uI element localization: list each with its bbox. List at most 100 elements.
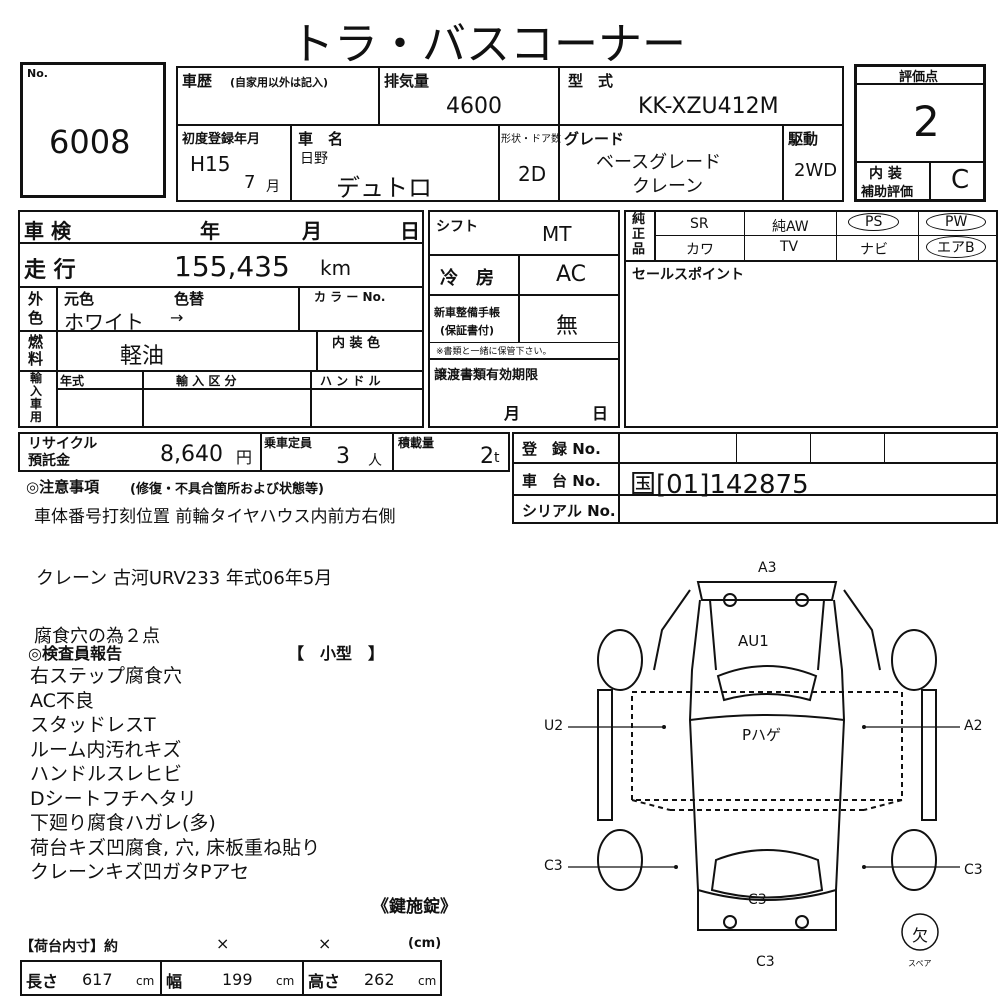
grade-line2: クレーン	[632, 176, 704, 197]
model-label: 型 式	[568, 72, 614, 90]
equip-tv: TV	[780, 239, 799, 255]
orig-color-label: 元色	[64, 290, 95, 308]
equip-aw: 純AW	[772, 219, 809, 235]
notes-text: 車体番号打刻位置 前輪タイヤハウス内前方右側	[34, 507, 396, 527]
first-reg-month: 7	[244, 172, 256, 193]
fuel-side-label: 燃料	[28, 333, 44, 368]
color-value: ホワイト	[64, 310, 144, 334]
sales-points-label: セールスポイント	[632, 267, 744, 283]
width-value: 199	[222, 970, 253, 989]
spare-icon: 欠	[912, 926, 929, 945]
list-item: 右ステップ腐食穴	[30, 665, 183, 687]
equip-ps: PS	[848, 213, 900, 231]
capacity-value: 3	[336, 444, 350, 469]
shape-door-value: 2D	[518, 162, 547, 186]
height-label: 高さ	[308, 972, 341, 991]
diagram-c3-right: C3	[964, 862, 983, 878]
import-side-label: 輸入車用	[30, 371, 43, 424]
ac-label: 冷 房	[440, 268, 494, 289]
bed-cm-label: (cm)	[408, 936, 442, 951]
equip-leather: カワ	[686, 242, 714, 258]
import-type-label: 輸 入 区 分	[176, 374, 237, 388]
notes-sub: (修復・不具合箇所および状態等)	[130, 482, 324, 497]
height-value: 262	[364, 970, 395, 989]
height-unit: cm	[418, 974, 437, 988]
bed-times-1: ×	[216, 934, 230, 953]
first-reg-month-unit: 月	[266, 179, 280, 195]
shaken-month-unit: 月	[302, 219, 322, 243]
list-item: 下廻り腐食ハガレ(多)	[30, 812, 216, 834]
damage-diagram	[568, 581, 960, 951]
score-label: 評価点	[899, 70, 939, 85]
inspector-label: ◎検査員報告	[28, 644, 122, 663]
list-item: スタッドレスT	[30, 714, 156, 736]
bed-times-2: ×	[318, 934, 332, 953]
capacity-unit: 人	[368, 453, 382, 469]
diagram-c3-center: C3	[748, 892, 767, 908]
width-label: 幅	[166, 972, 183, 991]
length-value: 617	[82, 970, 113, 989]
ac-value: AC	[556, 262, 587, 287]
lot-number-box: No. 6008	[20, 62, 166, 198]
notes-label: ◎注意事項	[26, 478, 100, 496]
first-reg-label: 初度登録年月	[182, 132, 261, 147]
width-unit: cm	[276, 974, 295, 988]
recycle-label-2: 預託金	[28, 453, 70, 469]
inspection-middle-grid: シフト MT 冷 房 AC 新車整備手帳 (保証書付) 無 ※書類と一緒に保管下…	[428, 210, 620, 428]
capacity-label: 乗車定員	[264, 436, 313, 450]
recycle-yen-unit: 円	[236, 448, 253, 467]
car-name-value: デュトロ	[336, 174, 432, 202]
mileage-value: 155,435	[174, 250, 290, 283]
interior-label-2: 補助評価	[861, 185, 914, 200]
list-item: Dシートフチヘタリ	[30, 787, 197, 810]
maker-value: 日野	[300, 151, 328, 167]
equip-navi: ナビ	[860, 242, 888, 258]
size-class: 【 小型 】	[288, 644, 385, 663]
grade-label: グレード	[564, 130, 625, 148]
list-item: クレーンキズ凹ガタPアセ	[30, 861, 250, 883]
history-label: 車歴	[182, 72, 213, 90]
recycle-label-1: リサイクル	[28, 436, 98, 452]
drive-label: 駆動	[788, 130, 819, 148]
serial-no-label: シリアル No.	[522, 502, 616, 520]
corrosion-note: 腐食穴の為２点	[34, 626, 160, 647]
crane-info: クレーン 古河URV233 年式06年5月	[36, 568, 333, 589]
color-change-label: 色替	[174, 290, 205, 308]
manual-note: ※書類と一緒に保管下さい。	[436, 347, 552, 357]
shaken-year-unit: 年	[200, 219, 220, 243]
color-side-label: 外色	[28, 290, 44, 327]
color-arrow: →	[170, 308, 184, 327]
spare-label: スペア	[908, 959, 932, 968]
shift-value: MT	[542, 222, 572, 246]
score-value: 2	[913, 97, 940, 146]
lot-number: 6008	[49, 123, 131, 161]
mileage-unit: km	[320, 256, 352, 280]
history-note: (自家用以外は記入)	[230, 76, 329, 89]
diagram-phage: Pハゲ	[742, 726, 782, 744]
equip-sr: SR	[690, 216, 709, 232]
color-no-label: カ ラ ー No.	[314, 290, 386, 304]
model-value: KK-XZU412M	[638, 94, 779, 119]
bed-size-label: 【荷台内寸】約	[20, 939, 118, 955]
displacement-label: 排気量	[384, 72, 430, 90]
shift-label: シフト	[436, 219, 478, 235]
manual-label-2: (保証書付)	[440, 324, 495, 337]
import-year-label: 年式	[60, 374, 85, 388]
equip-airbag: エアB	[926, 236, 986, 258]
transfer-label: 譲渡書類有効期限	[434, 368, 539, 383]
length-unit: cm	[136, 974, 155, 988]
manual-label-1: 新車整備手帳	[434, 306, 500, 319]
load-value: 2	[480, 444, 494, 469]
drive-value: 2WD	[794, 160, 838, 181]
list-item: ハンドルスレヒビ	[30, 763, 183, 785]
reg-no-label: 登 録 No.	[522, 440, 601, 458]
grade-line1: ベースグレード	[596, 152, 722, 173]
handle-label: ハ ン ド ル	[320, 374, 381, 388]
diagram-u2: U2	[544, 718, 564, 734]
interior-color-label: 内 装 色	[332, 336, 381, 351]
registration-grid: 登 録 No. 車 台 No. 国[01]142875 シリアル No.	[512, 432, 998, 524]
equipment-grid: 純正品 SR 純AW PS PW カワ TV ナビ エアB セールスポイント	[624, 210, 998, 428]
list-item: ルーム内汚れキズ	[30, 738, 182, 761]
list-item: AC不良	[30, 689, 94, 712]
interior-score: C	[951, 165, 970, 195]
